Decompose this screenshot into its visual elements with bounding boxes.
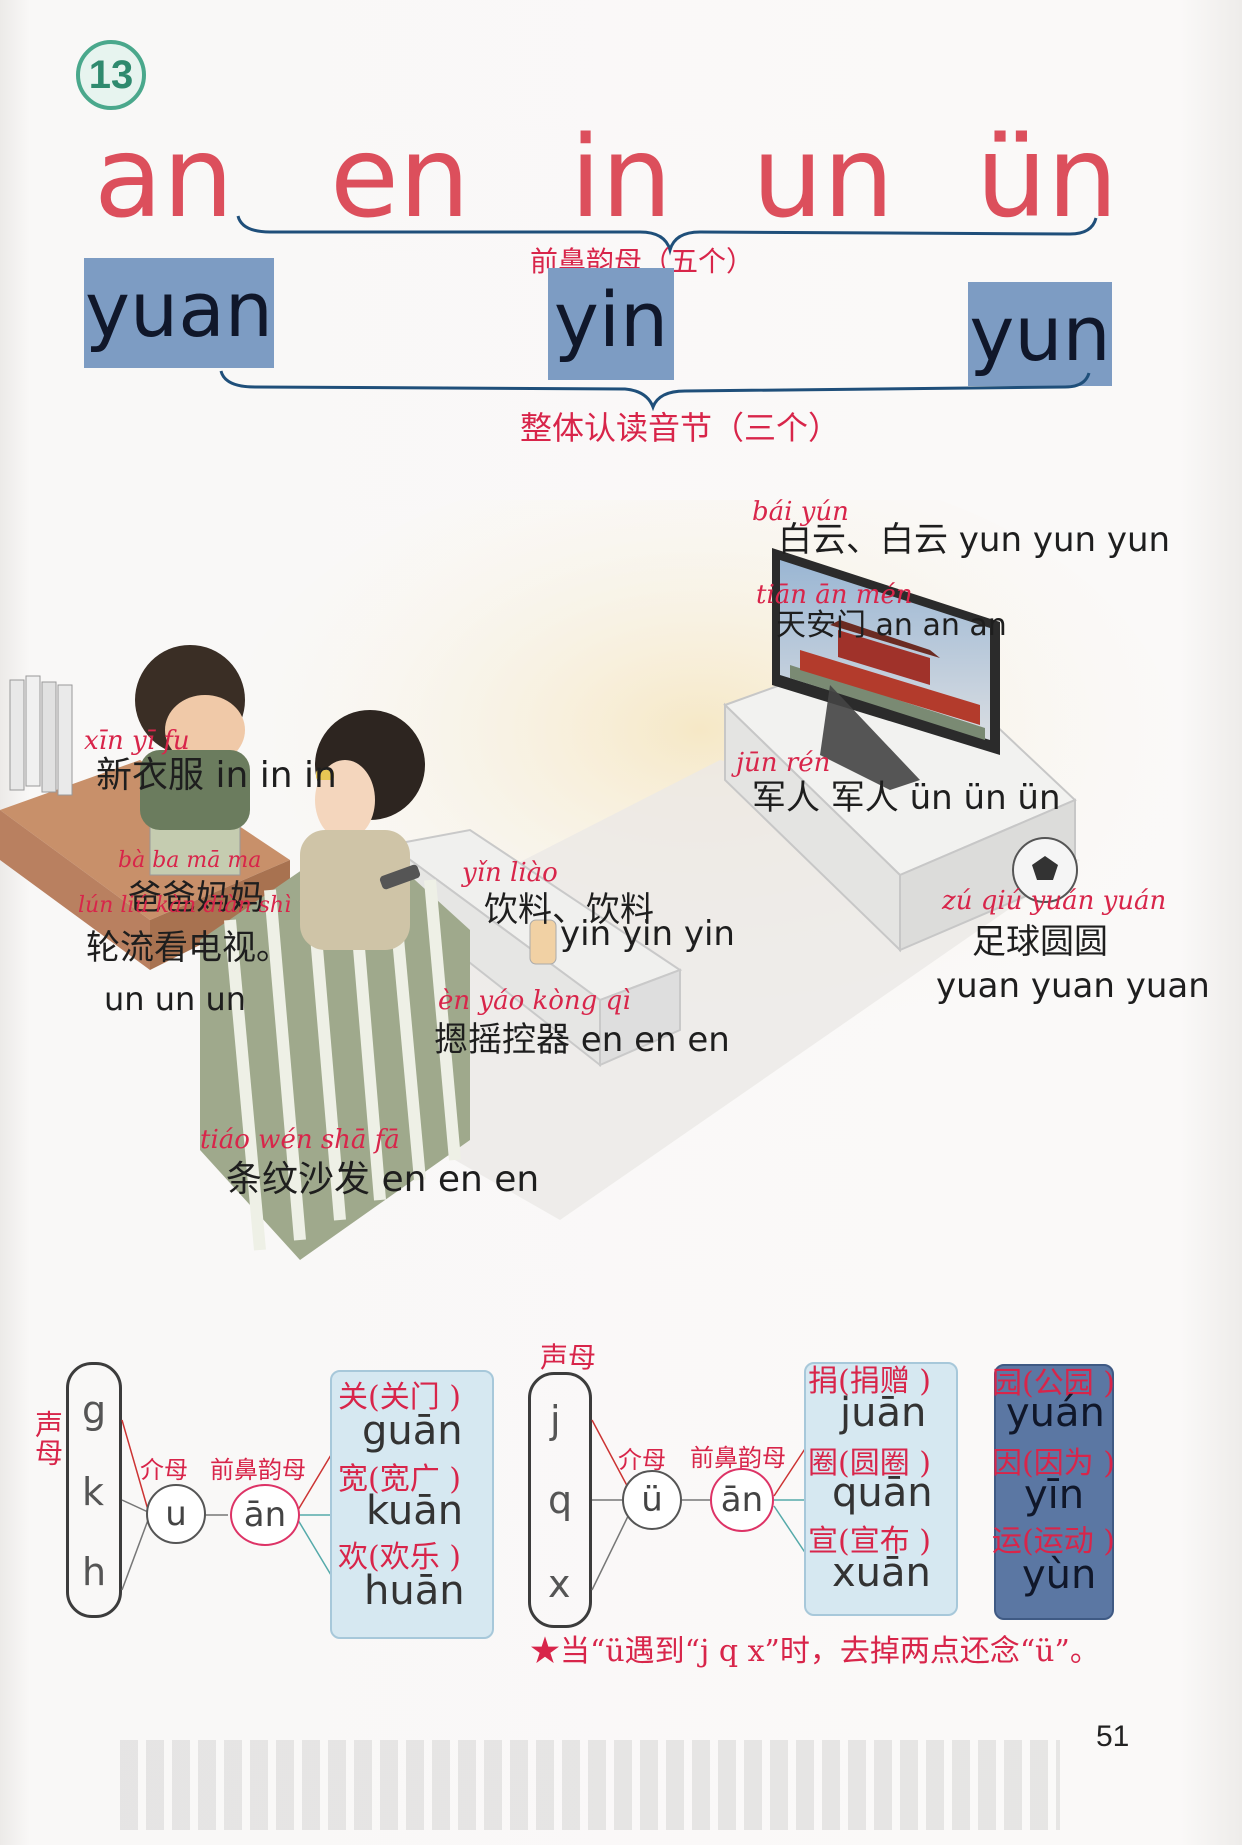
final-ün: ün bbox=[976, 113, 1118, 243]
right-results-box bbox=[804, 1362, 958, 1616]
pinyin-zuqiu: zú qiú yuán yuán bbox=[942, 886, 1167, 916]
initial-j: j bbox=[550, 1398, 561, 1442]
text-yinliao-tail: yin yin yin bbox=[560, 914, 735, 954]
text-yinliao: 饮料、饮料 bbox=[484, 890, 654, 930]
left-result-1-char: 关(关门 ) bbox=[338, 1380, 461, 1415]
syllables-note: 整体认读音节（三个） bbox=[520, 409, 841, 447]
pinyin-tiaowen: tiáo wén shā fā bbox=[200, 1125, 400, 1155]
pinyin-junren: jūn rén bbox=[736, 748, 831, 778]
bleed-through-text bbox=[120, 1740, 1060, 1830]
right-whole-box bbox=[994, 1364, 1114, 1620]
right-final-label: 前鼻韵母 bbox=[690, 1444, 786, 1472]
pinyin-lunliu: lún liú kàn diàn shì bbox=[78, 893, 292, 918]
left-final-label: 前鼻韵母 bbox=[210, 1456, 306, 1484]
left-result-2-char: 宽(宽广 ) bbox=[338, 1462, 461, 1497]
right-final-an: ān bbox=[710, 1468, 774, 1532]
page-number: 51 bbox=[1096, 1720, 1130, 1753]
initial-x: x bbox=[548, 1562, 571, 1606]
syllables-brace bbox=[219, 370, 1091, 412]
left-initials-box bbox=[66, 1362, 122, 1618]
right-result-1-syllable: juān bbox=[840, 1390, 927, 1436]
left-medial-label: 介母 bbox=[140, 1456, 188, 1484]
right-result-3-char: 宣(宣布 ) bbox=[808, 1524, 931, 1559]
pinyin-xinyifu: xīn yī fu bbox=[84, 726, 190, 756]
initial-k: k bbox=[82, 1470, 105, 1514]
whole-syllable-yun: yun bbox=[968, 282, 1112, 386]
rule-note: ★当“ü遇到“j q x”时，去掉两点还念“ü”。 bbox=[530, 1634, 1100, 1669]
pinyin-babamama: bà ba mā ma bbox=[118, 848, 262, 873]
text-tiananmen: 天安门 an an an bbox=[776, 608, 1007, 643]
whole-syllable-yuan: yuan bbox=[84, 258, 274, 368]
right-whole-2-char: 因(因为 ) bbox=[992, 1446, 1115, 1481]
right-medial-label: 介母 bbox=[618, 1446, 666, 1474]
left-medial-u: u bbox=[146, 1484, 206, 1544]
pinyin-yinliao: yǐn liào bbox=[462, 858, 558, 888]
text-lunliu-tail: un un un bbox=[104, 980, 247, 1018]
right-whole-3-syllable: yùn bbox=[1022, 1552, 1097, 1598]
right-whole-3-char: 运(运动 ) bbox=[992, 1524, 1115, 1559]
right-result-3-syllable: xuān bbox=[832, 1550, 931, 1596]
initial-q: q bbox=[548, 1478, 573, 1522]
text-lunliu: 轮流看电视。 bbox=[86, 928, 290, 968]
text-babamama: 爸爸妈妈 bbox=[128, 878, 264, 918]
pinyin-tiananmen: tiān ān mén bbox=[756, 580, 913, 610]
left-result-1-syllable: guān bbox=[362, 1408, 463, 1454]
pinyin-yaokongqi: èn yáo kòng qì bbox=[438, 986, 631, 1016]
final-en: en bbox=[330, 113, 470, 243]
left-result-3-syllable: huān bbox=[364, 1568, 465, 1614]
left-final-an: ān bbox=[230, 1484, 300, 1546]
text-zuqiu: 足球圆圆 bbox=[972, 922, 1108, 962]
text-zuqiu-tail: yuan yuan yuan bbox=[936, 966, 1210, 1006]
pinyin-baiyun: bái yún bbox=[752, 497, 849, 527]
initial-g: g bbox=[82, 1388, 107, 1432]
left-results-box bbox=[330, 1370, 494, 1639]
right-result-2-syllable: quān bbox=[832, 1470, 933, 1516]
right-whole-2-syllable: yīn bbox=[1024, 1472, 1085, 1518]
text-xinyifu: 新衣服 in in in bbox=[96, 755, 337, 796]
final-in: in bbox=[570, 113, 673, 243]
left-side-label: 声母 bbox=[31, 1410, 64, 1466]
right-medial-ü: ü bbox=[622, 1470, 682, 1530]
final-un: un bbox=[752, 113, 894, 243]
left-result-3-char: 欢(欢乐 ) bbox=[338, 1540, 461, 1575]
right-top-label: 声母 bbox=[540, 1341, 597, 1374]
right-initials-box bbox=[528, 1372, 592, 1628]
final-an: an bbox=[94, 113, 234, 243]
right-result-2-char: 圈(圆圈 ) bbox=[808, 1446, 931, 1481]
whole-syllable-yin: yin bbox=[548, 268, 674, 380]
text-junren: 军人 军人 ün ün ün bbox=[752, 778, 1061, 818]
initial-h: h bbox=[82, 1550, 107, 1594]
right-whole-1-char: 园(公园 ) bbox=[992, 1366, 1115, 1401]
lesson-number-badge: 13 bbox=[76, 40, 146, 110]
finals-brace bbox=[236, 215, 1098, 256]
right-result-1-char: 捐(捐赠 ) bbox=[808, 1364, 931, 1399]
text-baiyun: 白云、白云 yun yun yun bbox=[778, 520, 1171, 560]
text-yaokongqi: 摁摇控器 en en en bbox=[434, 1020, 730, 1060]
living-room-illustration bbox=[0, 500, 1180, 1260]
text-tiaowen: 条纹沙发 en en en bbox=[226, 1159, 540, 1200]
left-result-2-syllable: kuān bbox=[366, 1488, 464, 1534]
right-whole-1-syllable: yuán bbox=[1006, 1390, 1105, 1436]
